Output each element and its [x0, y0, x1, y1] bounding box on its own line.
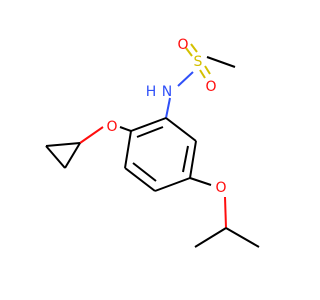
- atom-label-oxygen-top: O: [177, 37, 188, 53]
- bond-c-o-cyclopropyl: [119, 126, 132, 132]
- ring-bond-5: [124, 130, 132, 169]
- ring-bond-1: [165, 117, 197, 142]
- ring-bond-3: [154, 177, 191, 192]
- atom-label-nitrogen-h: H: [146, 84, 157, 100]
- bond-o-isopropyl: [224, 196, 227, 229]
- cyclopropyl-bond-2: [45, 145, 66, 169]
- cyclopropyl-bond-1: [45, 142, 81, 147]
- isopropyl-bond-right: [225, 227, 260, 248]
- ring-bond-6-inner: [136, 126, 164, 138]
- bond-c-o-isopropyl: [189, 177, 212, 186]
- cyclopropyl-bond-3: [64, 142, 81, 169]
- ring-bond-4: [124, 167, 156, 192]
- atom-label-oxygen-isopropoxy: O: [215, 180, 226, 196]
- bond-n-s: [177, 71, 194, 87]
- isopropyl-bond-left: [194, 227, 227, 248]
- chemical-structure-diagram: O S O H N O O: [45, 37, 260, 248]
- atom-label-oxygen-cyclopropoxy: O: [106, 119, 117, 135]
- atom-label-sulfur: S: [194, 54, 203, 70]
- bond-n-c: [165, 97, 171, 119]
- atom-label-oxygen-bottom: O: [205, 79, 216, 95]
- bond-s-o-top-b: [190, 43, 198, 53]
- ring-bond-4-inner: [132, 162, 157, 182]
- atom-label-nitrogen: N: [162, 84, 172, 100]
- bond-s-methyl: [206, 56, 236, 68]
- ring-bond-6: [130, 117, 167, 132]
- atom-label-layer: O S O H N O O: [106, 37, 226, 196]
- bond-s-o-bottom-a: [199, 69, 206, 79]
- bond-layer: [45, 43, 260, 248]
- bond-s-o-top-a: [185, 47, 193, 57]
- bond-o-cyclopropyl: [79, 126, 104, 144]
- ring-bond-2: [189, 140, 197, 179]
- ring-bond-2-inner: [182, 145, 189, 173]
- bond-s-o-bottom-b: [204, 65, 211, 75]
